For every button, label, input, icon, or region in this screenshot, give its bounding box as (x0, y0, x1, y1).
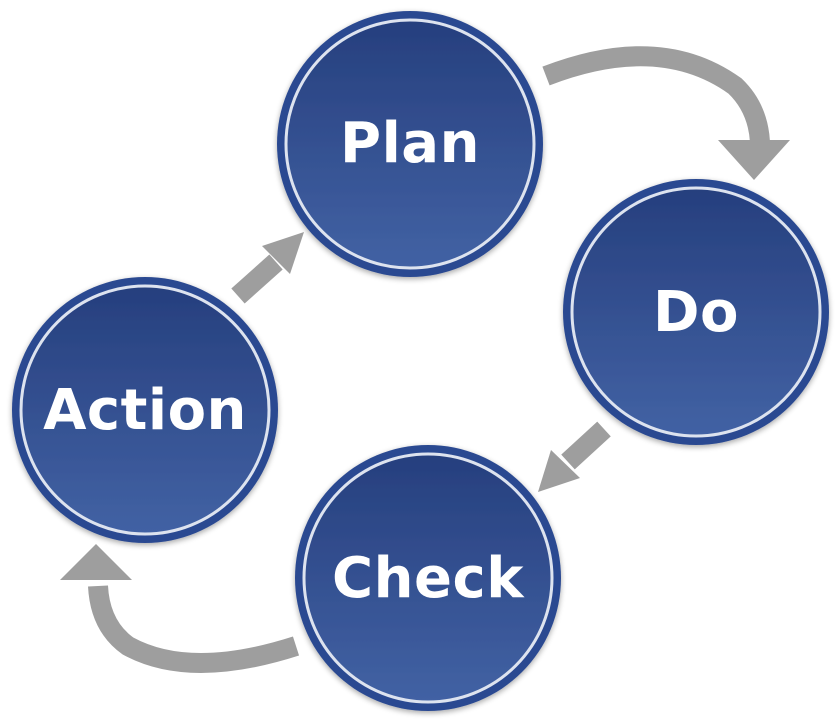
arrow-check-to-action (60, 544, 300, 673)
node-plan: Plan (277, 11, 543, 277)
node-plan-label: Plan (340, 111, 480, 176)
node-action: Action (12, 277, 278, 543)
node-check: Check (295, 445, 561, 711)
node-do-label: Do (653, 280, 739, 345)
arrow-do-to-check (538, 421, 611, 492)
node-check-label: Check (332, 546, 525, 611)
arrow-plan-to-do (542, 46, 790, 180)
arrow-action-to-plan (231, 232, 304, 304)
node-do: Do (563, 179, 829, 445)
node-action-label: Action (43, 378, 247, 443)
